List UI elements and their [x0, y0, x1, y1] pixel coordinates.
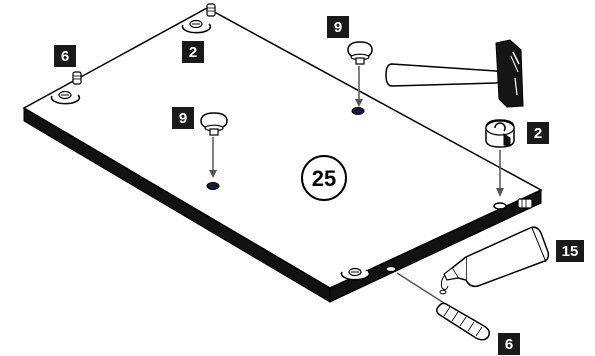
- screw-hole: [352, 108, 364, 115]
- dowel-hole: [386, 267, 396, 272]
- callout-label: 15: [562, 243, 579, 260]
- panel-number-badge: 25: [302, 156, 346, 200]
- callout-tag-screw-cap-left: 9: [172, 107, 194, 129]
- wooden-dowel-icon: [437, 303, 490, 339]
- callout-tag-dowel: 6: [498, 333, 520, 355]
- board-panel: [24, 8, 541, 302]
- callout-tag-cam-lock-right: 2: [527, 122, 549, 144]
- cam-bolt-icon: [518, 199, 532, 208]
- screw-hole: [207, 183, 219, 190]
- arrow: [397, 273, 444, 303]
- cam-hole: [494, 203, 506, 209]
- callout-tag-screw-cap-right: 9: [327, 16, 349, 38]
- callout-tag-cam-lock-back: 6: [54, 45, 76, 67]
- hammer-icon: [386, 40, 523, 107]
- callout-tag-glue-tube: 15: [556, 240, 584, 262]
- callout-label: 6: [61, 48, 69, 65]
- callout-label: 6: [505, 336, 513, 353]
- board-top-surface: [24, 8, 541, 288]
- callout-label: 2: [189, 44, 197, 61]
- callout-label: 2: [534, 125, 542, 142]
- cam-bolt-icon: [73, 72, 81, 84]
- callout-label: 9: [179, 110, 187, 127]
- callout-label: 9: [334, 19, 342, 36]
- callout-tag-cam-lock-top: 2: [182, 41, 204, 63]
- screw-cap-icon: [348, 42, 372, 64]
- cam-bolt-icon: [207, 4, 215, 16]
- panel-number: 25: [312, 166, 336, 191]
- cam-lock-icon: [486, 120, 514, 147]
